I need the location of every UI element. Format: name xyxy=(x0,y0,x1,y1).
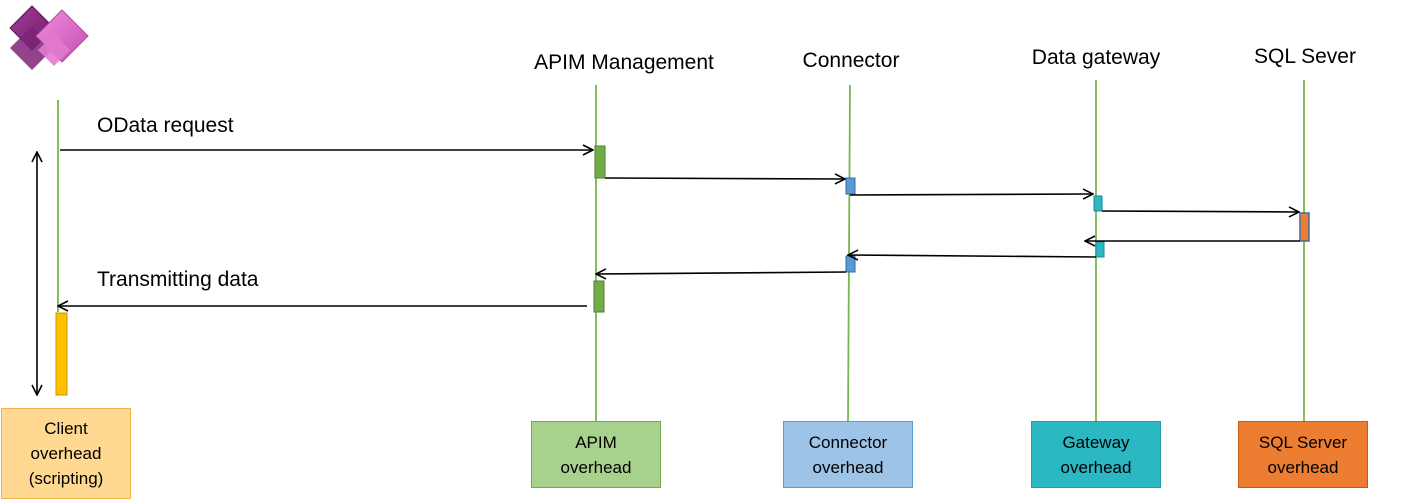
sql-title: SQL Sever xyxy=(1254,45,1356,68)
connector-title: Connector xyxy=(802,49,900,72)
gateway-overhead-box: Gateway overhead xyxy=(1031,421,1161,488)
connector-return-bar xyxy=(845,255,856,273)
gateway-return-bar xyxy=(1095,241,1105,258)
apim-activation-bar xyxy=(594,145,606,179)
apim-to-connector-arrow xyxy=(604,178,845,179)
apim-return-bar xyxy=(593,280,605,313)
client-activation-bar xyxy=(55,312,68,396)
gateway-to-connector-arrow xyxy=(848,255,1097,257)
gateway-activation-bar xyxy=(1093,195,1103,212)
sql-overhead-box: SQL Server overhead xyxy=(1238,421,1368,488)
sql-activation-bar xyxy=(1299,212,1310,242)
client-overhead-box: Client overhead (scripting) xyxy=(1,408,131,499)
connector-lifeline xyxy=(847,84,851,423)
connector-to-apim-arrow xyxy=(596,272,847,274)
odata-request-label: OData request xyxy=(97,114,234,137)
connector-to-gateway-arrow xyxy=(849,194,1093,195)
power-apps-logo-icon xyxy=(9,5,89,70)
gateway-to-sql-arrow xyxy=(1101,211,1299,212)
gateway-title: Data gateway xyxy=(1031,46,1161,69)
connector-overhead-box: Connector overhead xyxy=(783,421,913,488)
apim-title: APIM Management xyxy=(534,51,714,74)
transmitting-data-label: Transmitting data xyxy=(97,268,259,291)
connector-activation-bar xyxy=(845,177,856,195)
apim-overhead-box: APIM overhead xyxy=(531,421,661,488)
